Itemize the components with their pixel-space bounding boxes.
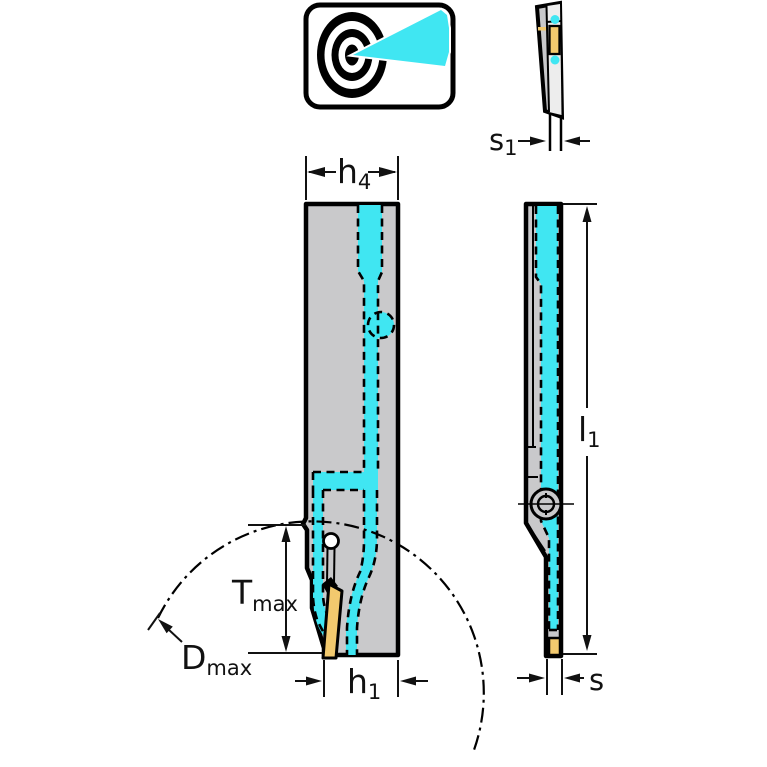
arrowhead-upleft-icon (158, 619, 173, 634)
clamp-slot-line (326, 547, 329, 585)
dim-h4: h4 (305, 152, 399, 200)
blade-seam-line (545, 5, 550, 113)
precision-coolant-target-icon (303, 2, 456, 110)
dim-label-tmax: Tmax (231, 573, 298, 616)
coolant-outlet-dot-icon (550, 15, 560, 24)
arrowhead-down-icon (281, 636, 291, 652)
arrowhead-right-icon (530, 136, 546, 146)
coolant-beam-icon (346, 7, 451, 69)
clamp-slot-line (333, 547, 336, 585)
arrowhead-left-icon (564, 136, 580, 146)
dim-label-l1: l1 (578, 410, 601, 452)
arrowhead-right-icon (306, 676, 322, 686)
dim-s1: s1 (489, 123, 590, 160)
dim-label-h4: h4 (337, 152, 371, 194)
coolant-channel-dashed-borders (311, 205, 396, 655)
dmax-circle-arc (157, 520, 485, 751)
cutting-insert-front (321, 582, 344, 660)
arrowhead-up-icon (582, 206, 592, 222)
coolant-channels-front (313, 205, 394, 655)
dim-l1: l1 (563, 203, 601, 655)
blade-front-view (534, 0, 565, 151)
arrowhead-up-icon (281, 526, 291, 542)
arrowhead-down-icon (582, 635, 592, 651)
holder-front-view (300, 201, 401, 660)
insert-top-view (548, 24, 561, 56)
clamp-screw-hole (322, 532, 340, 550)
arrowhead-left-icon (564, 673, 580, 683)
side-chamfer-line (528, 526, 546, 552)
dim-label-dmax: Dmax (181, 638, 252, 680)
holder-side-view (518, 201, 574, 659)
insert-edge-mark (538, 27, 546, 31)
coolant-channel-side (536, 206, 558, 630)
dim-tmax: Tmax (231, 524, 322, 654)
arrowhead-left-icon (400, 676, 416, 686)
coolant-outlet-dot-icon (550, 55, 560, 65)
dim-h1: h1 (295, 660, 428, 704)
arrowhead-left-icon (307, 167, 325, 177)
coolant-channel-side-dashed-borders (534, 206, 560, 632)
dim-dmax: Dmax (147, 612, 252, 680)
dim-s: s (517, 659, 604, 697)
clamp-screw-side (518, 487, 574, 521)
arrowhead-right-icon (379, 167, 397, 177)
dim-label-s1: s1 (489, 123, 517, 160)
dim-label-h1: h1 (347, 662, 381, 704)
cutting-insert-side (547, 636, 562, 657)
dim-label-s: s (589, 663, 604, 697)
arrowhead-right-icon (529, 673, 545, 683)
